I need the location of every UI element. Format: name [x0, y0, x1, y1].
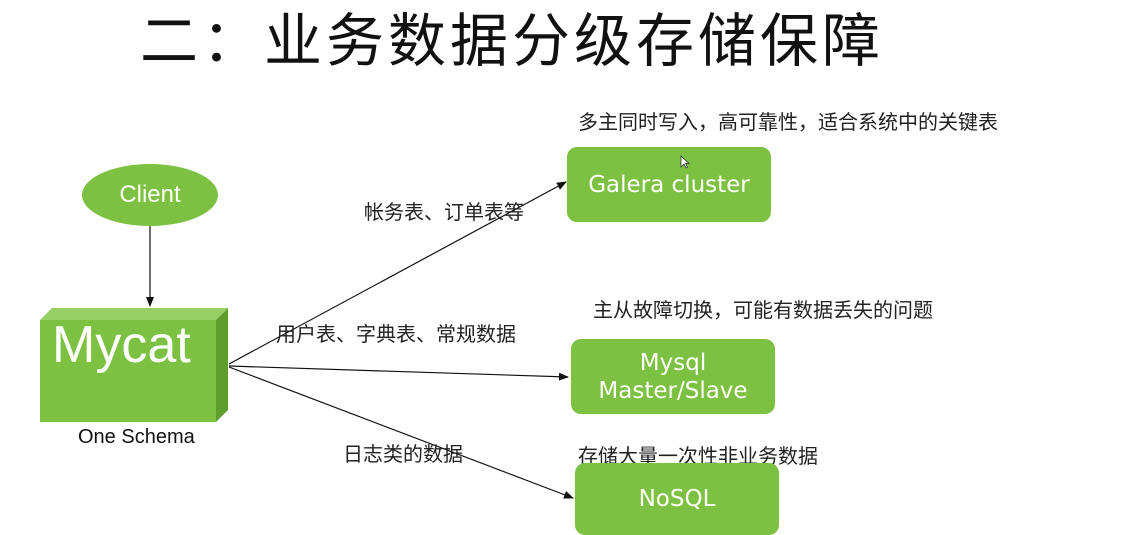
- galera-note: 多主同时写入，高可靠性，适合系统中的关键表: [578, 110, 998, 134]
- edge-mycat-nosql: [228, 366, 574, 499]
- edge-label-mysql: 用户表、字典表、常规数据: [276, 322, 516, 346]
- mycat-cube-front: [40, 320, 216, 422]
- mycat-cube: [40, 308, 228, 422]
- mysql-note: 主从故障切换，可能有数据丢失的问题: [593, 298, 933, 322]
- galera-cluster-label: Galera cluster: [588, 171, 750, 198]
- mysql-master-slave-node: Mysql Master/Slave: [571, 339, 775, 414]
- client-node: Client: [82, 164, 218, 226]
- mouse-pointer-icon: [680, 155, 690, 169]
- edge-mycat-galera: [228, 181, 567, 365]
- nosql-label: NoSQL: [638, 486, 716, 512]
- mycat-cube-side: [216, 308, 228, 422]
- page-title: 二：业务数据分级存储保障: [140, 7, 885, 75]
- mycat-label: Mycat: [52, 316, 191, 374]
- mysql-label-line2: Master/Slave: [598, 377, 748, 404]
- edge-mycat-mysql: [228, 365, 569, 381]
- mysql-label-line1: Mysql: [639, 349, 707, 376]
- edge-label-nosql: 日志类的数据: [343, 442, 463, 466]
- nosql-node: NoSQL: [575, 463, 779, 535]
- galera-cluster-node: Galera cluster: [567, 147, 771, 222]
- mycat-caption: One Schema: [78, 426, 195, 448]
- client-label: Client: [119, 181, 181, 208]
- mycat-cube-top: [40, 308, 228, 320]
- edge-label-galera: 帐务表、订单表等: [364, 200, 524, 224]
